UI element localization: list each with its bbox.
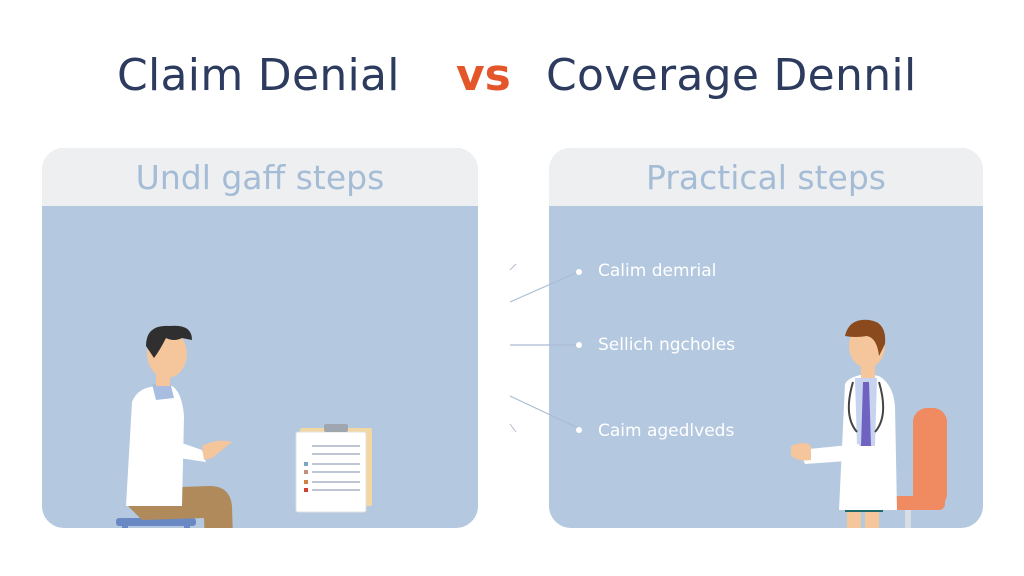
- diagram-title: Claim Denial vs Coverage Dennil: [0, 50, 1024, 106]
- bullet-label-1: Calim demrial: [598, 261, 717, 281]
- title-vs: vs: [456, 50, 511, 101]
- bullet-label-3: Caim agedlveds: [598, 421, 735, 441]
- right-panel: Practical steps: [549, 148, 983, 528]
- seated-person-illustration: [116, 325, 372, 528]
- left-panel-heading: Undl gaff steps: [42, 148, 478, 206]
- clipboard-icon: [295, 424, 372, 513]
- stool-icon: [116, 518, 196, 528]
- right-panel-body: [549, 206, 983, 528]
- chair-icon: [885, 408, 947, 528]
- doctor-illustration: [791, 319, 947, 528]
- left-panel-body: [42, 206, 478, 528]
- title-left: Claim Denial: [117, 50, 400, 101]
- right-panel-heading: Practical steps: [549, 148, 983, 206]
- title-right: Coverage Dennil: [546, 50, 917, 101]
- left-panel: Undl gaff steps: [42, 148, 478, 528]
- bullet-label-2: Sellich ngcholes: [598, 335, 736, 355]
